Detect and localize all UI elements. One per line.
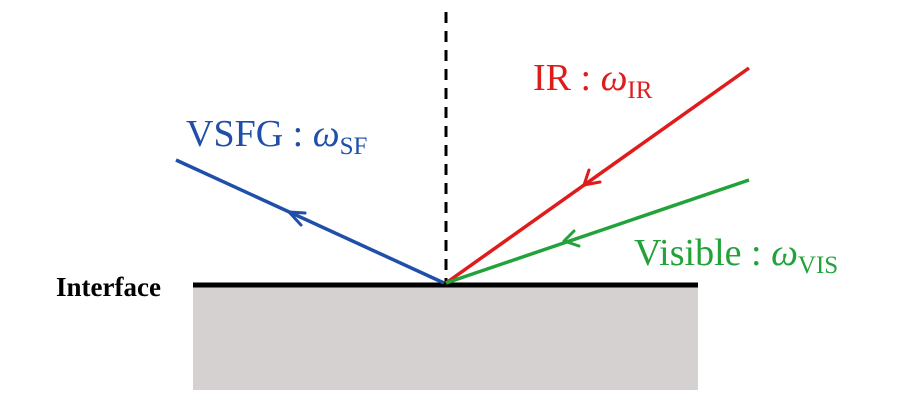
- sfg-beam-line: [175, 158, 445, 285]
- visible-label: Visible : ωVIS: [634, 232, 838, 279]
- sfg-beam-arrowhead: [287, 210, 307, 227]
- ir-beam-line: [444, 66, 751, 285]
- ir-beam-arrowhead: [582, 168, 602, 187]
- ir-label: IR : ωIR: [533, 57, 653, 104]
- interface-label: Interface: [56, 272, 161, 302]
- visible-beam-line: [445, 178, 750, 285]
- visible-beam-arrowhead: [562, 229, 581, 248]
- sfg-label: VSFG : ωSF: [186, 113, 367, 160]
- substrate-block: [193, 286, 698, 390]
